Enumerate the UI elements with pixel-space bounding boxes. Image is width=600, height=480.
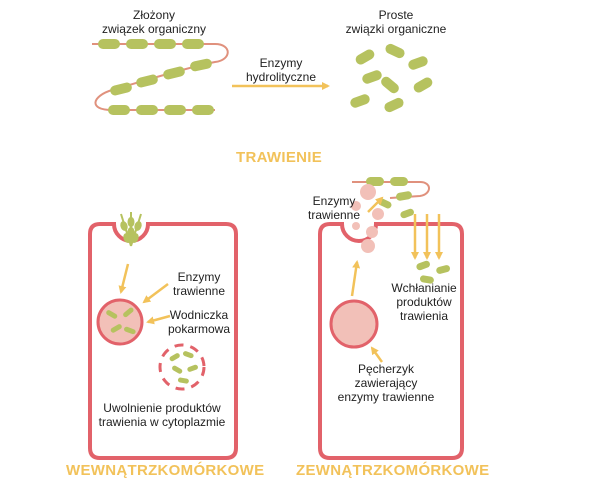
lysosome-enzymes-arrow xyxy=(142,283,169,304)
vacuole-pointer-arrow xyxy=(146,314,171,325)
engulfed-particles xyxy=(120,212,142,247)
exocytosis-arrow xyxy=(350,260,361,297)
enzymes-pointer-arrow xyxy=(367,196,384,213)
extracellular-cell xyxy=(318,222,464,460)
digestion-title: TRAWIENIE xyxy=(236,149,323,166)
food-vacuole xyxy=(96,298,144,346)
extracellular-title: ZEWNĄTRZKOMÓRKOWE xyxy=(296,462,490,479)
ruptured-vacuole xyxy=(158,343,206,391)
complex-compound-chain xyxy=(92,39,229,115)
enzyme-droplets xyxy=(351,184,384,253)
endocytosis-arrow xyxy=(118,263,130,294)
enzyme-vesicle xyxy=(329,299,379,349)
extracellular-chain xyxy=(352,177,430,219)
vesicle-pointer-arrow xyxy=(370,346,384,363)
absorption-arrows xyxy=(411,214,443,260)
simple-compounds xyxy=(350,43,433,113)
absorbed-products xyxy=(416,260,451,284)
intracellular-title: WEWNĄTRZKOMÓRKOWE xyxy=(66,462,265,479)
